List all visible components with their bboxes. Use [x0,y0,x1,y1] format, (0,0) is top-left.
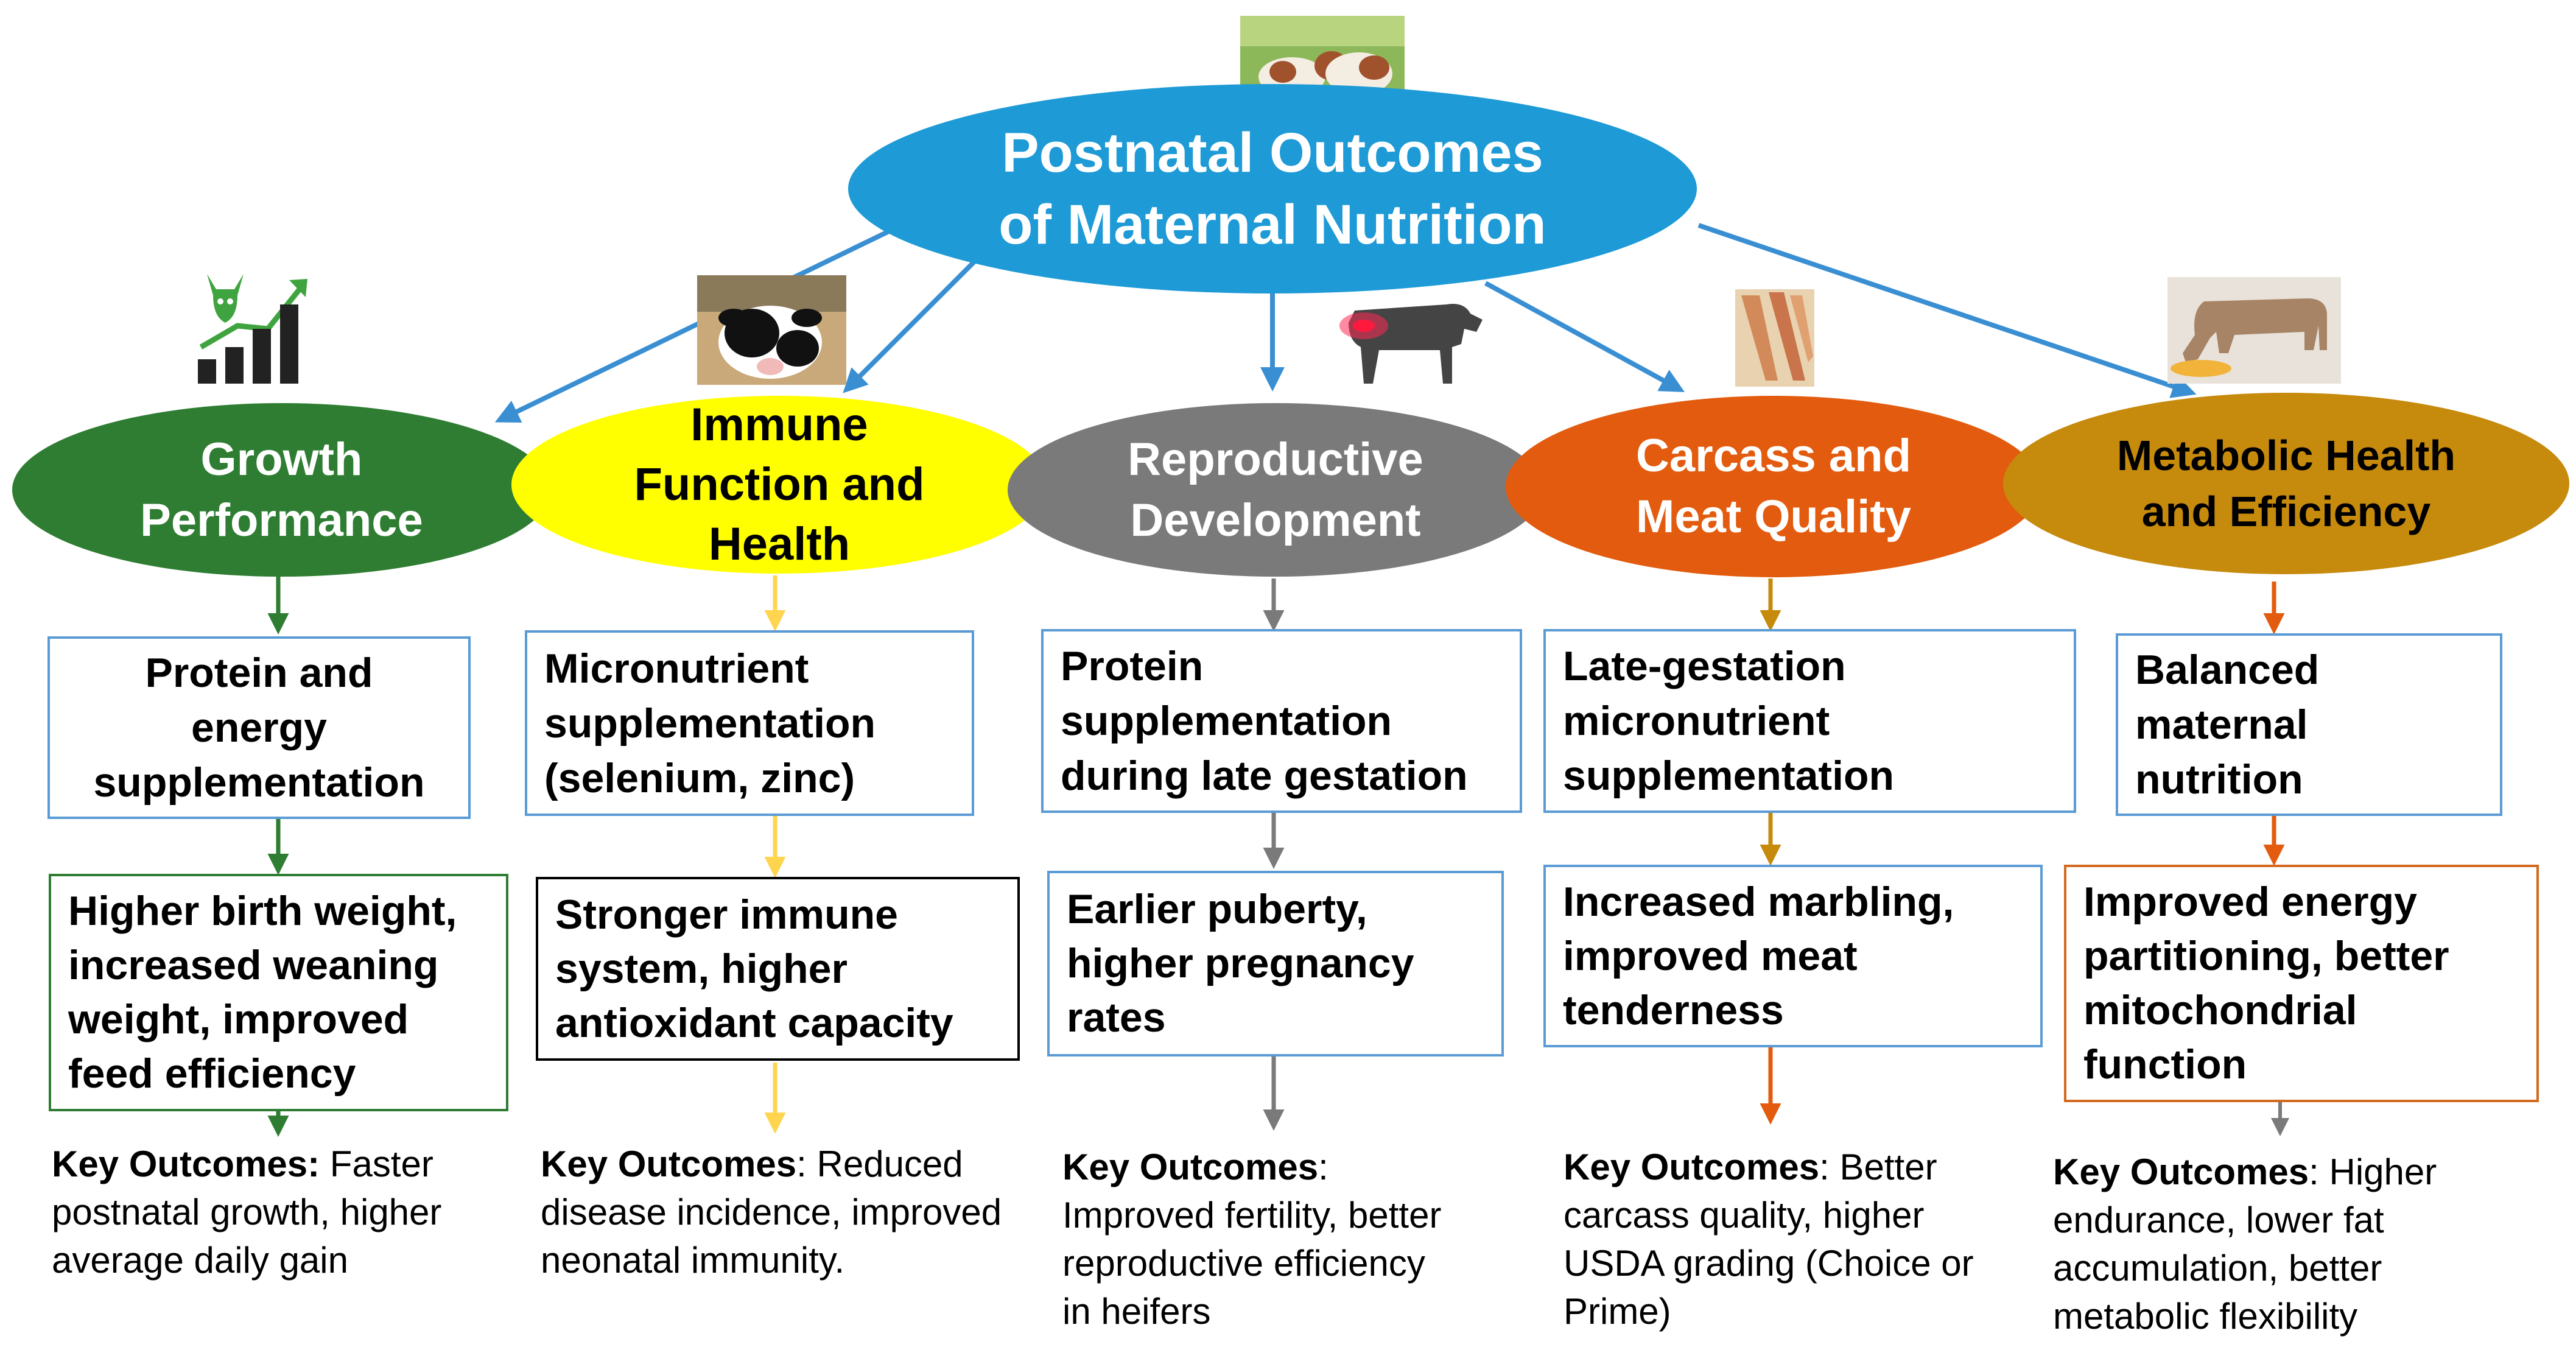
category-growth-performance: Growth Performance [12,403,551,577]
key-outcomes-text: : Improved fertility, better reproductiv… [1062,1147,1442,1332]
key-outcomes-label: Key Outcomes [541,1144,797,1184]
root-ellipse: Postnatal Outcomes of Maternal Nutrition [848,84,1697,294]
intervention-box-metabolic: Balanced maternal nutrition [2116,633,2502,816]
key-outcomes-immune: Key Outcomes: Reduced disease incidence,… [541,1140,1016,1284]
key-outcomes-label: Key Outcomes: [52,1144,320,1184]
category-immune-function: Immune Function and Health [511,396,1047,574]
intervention-box-growth: Protein and energy supplementation [47,636,471,819]
root-title-line2: of Maternal Nutrition [998,194,1546,256]
carcass-photo [1735,289,1814,387]
effect-box-carcass: Increased marbling, improved meat tender… [1543,865,2043,1047]
cow-feeding-photo [2167,277,2341,384]
key-outcomes-text: : Reduced disease incidence, improved ne… [541,1144,1002,1281]
effect-text: Stronger immune system, higher antioxida… [555,891,953,1046]
category-label: Immune Function and Health [634,399,925,570]
key-outcomes-carcass: Key Outcomes: Better carcass quality, hi… [1563,1143,2026,1335]
category-carcass-meat-quality: Carcass and Meat Quality [1506,396,2041,577]
intervention-box-carcass: Late-gestation micronutrient supplementa… [1543,629,2076,813]
effect-box-metabolic: Improved energy partitioning, better mit… [2064,865,2539,1102]
category-label: Metabolic Health and Efficiency [2116,432,2456,535]
effect-text: Increased marbling, improved meat tender… [1563,878,1954,1033]
cow-growth-chart-icon [198,274,307,384]
key-outcomes-metabolic: Key Outcomes: Higher endurance, lower fa… [2053,1148,2516,1340]
effect-box-growth: Higher birth weight, increased weaning w… [49,874,508,1111]
key-outcomes-text: : Better carcass quality, higher USDA gr… [1563,1147,1974,1332]
intervention-text: Late-gestation micronutrient supplementa… [1563,643,1895,799]
calf-photo [697,275,846,385]
intervention-box-reproductive: Protein supplementation during late gest… [1041,629,1522,813]
key-outcomes-label: Key Outcomes [1563,1147,1820,1187]
intervention-text: Protein supplementation during late gest… [1061,643,1468,799]
category-label: Growth Performance [140,433,423,546]
category-label: Reproductive Development [1128,433,1423,546]
effect-text: Higher birth weight, increased weaning w… [68,888,457,1097]
intervention-box-immune: Micronutrient supplementation (selenium,… [525,630,974,816]
effect-box-immune: Stronger immune system, higher antioxida… [536,877,1020,1061]
category-label: Carcass and Meat Quality [1635,430,1912,543]
key-outcomes-label: Key Outcomes [2053,1151,2309,1192]
root-title-line1: Postnatal Outcomes [1002,122,1543,184]
intervention-text: Protein and energy supplementation [93,650,425,806]
key-outcomes-reproductive: Key Outcomes: Improved fertility, better… [1062,1143,1452,1335]
effect-box-reproductive: Earlier puberty, higher pregnancy rates [1047,871,1504,1056]
intervention-text: Micronutrient supplementation (selenium,… [544,645,876,801]
cow-reproductive-icon [1339,304,1483,384]
category-metabolic-health: Metabolic Health and Efficiency [2003,393,2569,574]
intervention-text: Balanced maternal nutrition [2135,647,2320,803]
category-reproductive-development: Reproductive Development [1008,403,1543,577]
key-outcomes-growth: Key Outcomes: Faster postnatal growth, h… [52,1140,496,1284]
effect-text: Improved energy partitioning, better mit… [2083,879,2449,1088]
effect-text: Earlier puberty, higher pregnancy rates [1067,886,1414,1041]
key-outcomes-text: Faster postnatal growth, higher average … [52,1144,442,1281]
key-outcomes-label: Key Outcomes [1062,1147,1319,1187]
key-outcomes-text: : Higher endurance, lower fat accumulati… [2053,1151,2437,1337]
